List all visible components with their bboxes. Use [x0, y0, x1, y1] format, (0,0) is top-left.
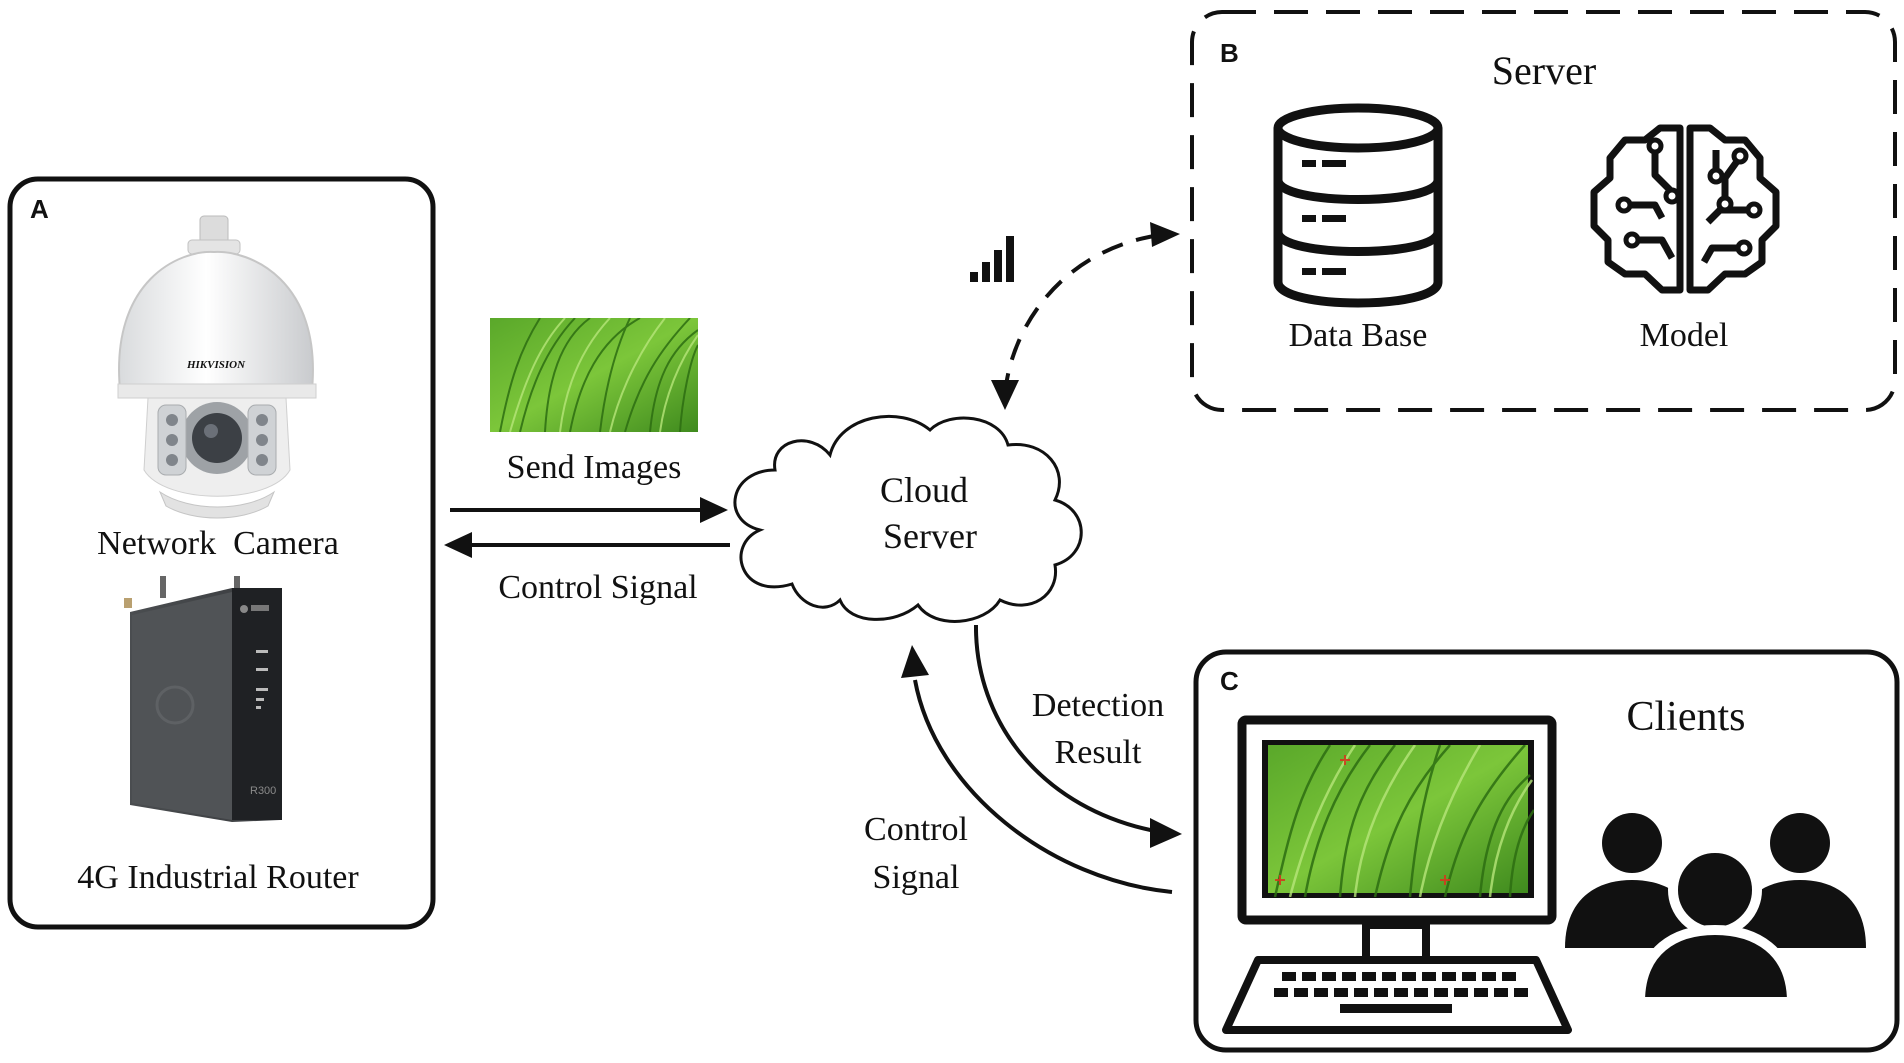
- router-model-label: R300: [250, 785, 276, 797]
- network-camera-label: Network Camera: [97, 525, 339, 562]
- database-slots: [1302, 160, 1346, 275]
- grass-thumbnail-image: [490, 318, 698, 432]
- control-signal-return-arrowhead: [901, 645, 929, 678]
- detection-label-line1: Detection: [1032, 687, 1164, 724]
- panel-c: C Clients: [1193, 649, 1900, 1053]
- panel-a-border: [7, 176, 436, 930]
- dashed-arrowhead-to-cloud: [991, 380, 1019, 410]
- users-group-icon: [1565, 813, 1866, 1007]
- panel-c-letter: C: [1220, 666, 1239, 696]
- signal-strength-icon: [970, 236, 1014, 282]
- dashed-arrowhead-to-server: [1150, 222, 1180, 247]
- model-label: Model: [1640, 317, 1729, 354]
- panel-a: A HIKVISION Network Camera: [7, 176, 436, 930]
- database-icon: [1273, 103, 1443, 308]
- camera-brand-label: HIKVISION: [186, 359, 246, 371]
- control-label-line2: Signal: [873, 859, 960, 896]
- computer-icon: [1222, 715, 1572, 1034]
- router-image: R300: [124, 576, 282, 822]
- cloud-server-dashed-link: [1003, 233, 1161, 396]
- router-label: 4G Industrial Router: [77, 859, 359, 896]
- panel-c-border: [1193, 649, 1900, 1053]
- server-title: Server: [1492, 48, 1596, 93]
- detection-label-line2: Result: [1055, 734, 1142, 771]
- panel-b-letter: B: [1220, 38, 1239, 68]
- panel-b: B Server Data Base: [1190, 10, 1897, 412]
- panel-b-border: [1190, 10, 1897, 412]
- network-camera-image: HIKVISION: [117, 215, 317, 519]
- cloud-shape: [733, 414, 1083, 623]
- detection-result-arrow: [973, 624, 1161, 834]
- control-signal-arrowhead: [444, 532, 472, 558]
- database-label: Data Base: [1289, 317, 1428, 354]
- detection-result-arrowhead: [1150, 818, 1182, 848]
- clients-title: Clients: [1626, 694, 1745, 740]
- send-images-label: Send Images: [507, 449, 682, 486]
- cloud-label-line2: Server: [883, 516, 977, 556]
- control-signal-left-label: Control Signal: [498, 569, 697, 606]
- control-label-line1: Control: [864, 811, 968, 848]
- send-images-arrowhead: [700, 497, 728, 523]
- brain-nodes: [1615, 137, 1763, 257]
- panel-a-letter: A: [30, 194, 49, 224]
- cloud-label-line1: Cloud: [880, 470, 968, 510]
- control-signal-return-arrow: [913, 679, 1173, 894]
